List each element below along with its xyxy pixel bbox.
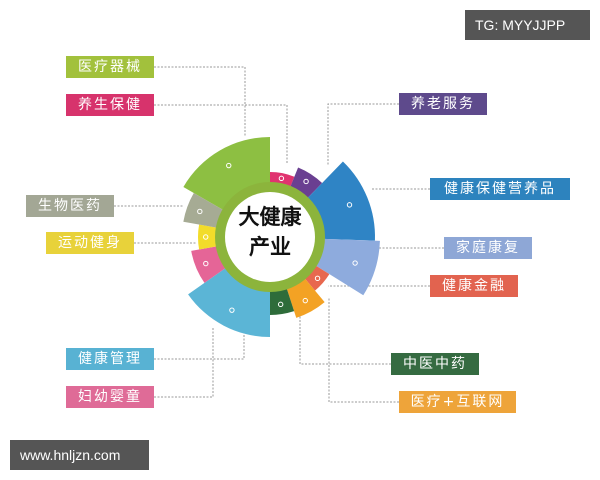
center-title-line1: 大健康 xyxy=(238,205,302,229)
label-maternal-infant: 妇幼婴童 xyxy=(66,386,154,408)
label-tcm: 中医中药 xyxy=(391,353,479,375)
sector-dot xyxy=(226,162,232,169)
label-health-finance: 健康金融 xyxy=(430,275,518,297)
sector-dot xyxy=(203,234,209,240)
sector xyxy=(183,137,270,212)
label-health-supplements: 健康保健营养品 xyxy=(430,178,570,200)
connector-line xyxy=(327,103,399,165)
connector-line xyxy=(328,297,399,403)
connector-lines xyxy=(114,66,444,403)
label-health-preservation: 养生保健 xyxy=(66,94,154,116)
watermark-top-right: TG: MYYJJPP xyxy=(465,10,590,40)
connector-line xyxy=(154,327,245,360)
sector-dot xyxy=(277,301,284,308)
sector-dots xyxy=(197,162,358,313)
sector-dot xyxy=(352,260,358,266)
label-health-management: 健康管理 xyxy=(66,348,154,370)
label-home-rehab: 家庭康复 xyxy=(444,237,532,259)
center-title: 大健康 产业 xyxy=(220,202,320,262)
label-elderly-care: 养老服务 xyxy=(399,93,487,115)
sector-dot xyxy=(203,260,209,267)
sector xyxy=(183,193,227,229)
label-medical-devices: 医疗器械 xyxy=(66,56,154,78)
sector xyxy=(198,224,221,250)
center-disc xyxy=(225,192,315,282)
center-title-line2: 产业 xyxy=(249,235,291,259)
sector-dot xyxy=(302,297,308,304)
connector-line xyxy=(299,308,391,365)
label-sports-fitness: 运动健身 xyxy=(46,232,134,254)
sector-dot xyxy=(229,307,235,313)
sector-dot xyxy=(197,208,203,215)
connector-line xyxy=(154,327,214,398)
sector-dot xyxy=(346,202,353,208)
connector-line xyxy=(154,66,246,137)
sector-dot xyxy=(303,178,309,185)
connector-line xyxy=(154,104,288,163)
sector-dot xyxy=(278,175,285,182)
sector xyxy=(312,238,380,296)
watermark-bottom-left: www.hnljzn.com xyxy=(10,440,149,470)
label-internet-medical: 医疗+互联网 xyxy=(399,391,516,413)
sector-dot xyxy=(314,275,321,282)
sector xyxy=(270,284,295,315)
label-biomedicine: 生物医药 xyxy=(26,195,114,217)
sector xyxy=(285,275,325,318)
